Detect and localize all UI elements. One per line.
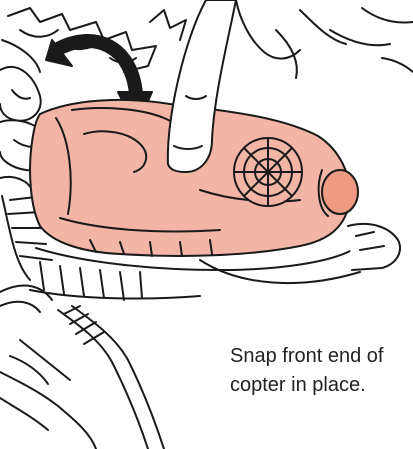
instruction-line-1: Snap front end of (230, 342, 413, 371)
upper-hand (236, 0, 413, 78)
instruction-line-2: copter in place. (230, 371, 413, 400)
instruction-caption: Snap front end of copter in place. (230, 342, 413, 406)
web-emblem (234, 138, 302, 206)
hose-tool (0, 286, 164, 449)
nose-cap (322, 170, 358, 214)
